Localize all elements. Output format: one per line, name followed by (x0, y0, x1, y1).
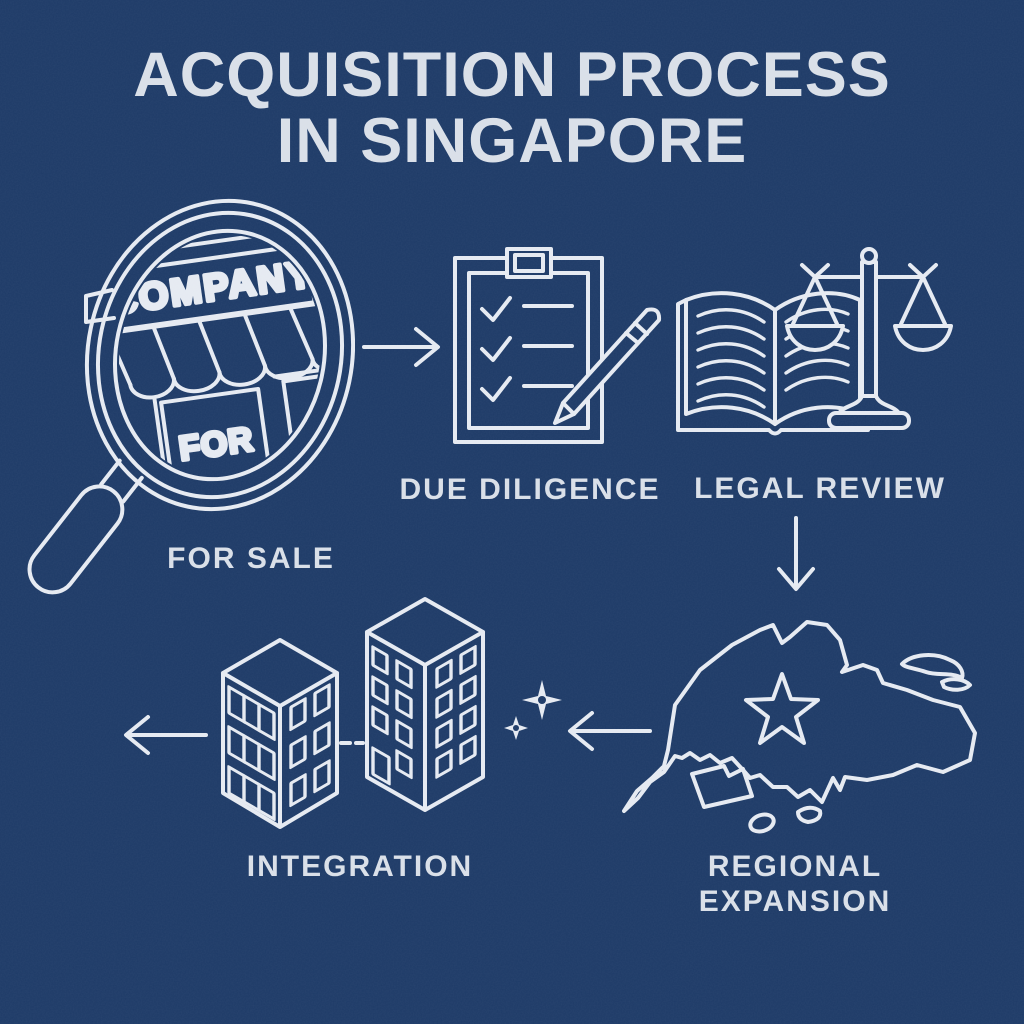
clipboard-checklist-pencil-icon (453, 247, 662, 444)
building-door (371, 746, 391, 786)
page-title: ACQUISITION PROCESS IN SINGAPORE (0, 42, 1024, 174)
merging-buildings-icon (221, 597, 485, 829)
storefront: COMPANY FOR (105, 225, 343, 495)
book-text-lines-left (696, 308, 766, 409)
building-right-front-windows (371, 645, 413, 786)
inner-island (690, 764, 754, 809)
right-arrow-icon (362, 327, 440, 367)
left-arrow-icon (124, 715, 208, 755)
step-label-integration: INTEGRATION (246, 850, 474, 883)
building-left (221, 638, 339, 829)
step-label-for-sale: FOR SALE (167, 542, 335, 575)
page-title-line1: ACQUISITION PROCESS (133, 40, 891, 110)
open-book-scales-icon (676, 247, 953, 436)
storefront-sign-top-text: COMPANY (107, 253, 316, 323)
down-arrow-icon (777, 516, 815, 591)
northeast-islet-2 (940, 677, 972, 692)
step-label-legal-review: LEGAL REVIEW (694, 472, 946, 505)
clipboard-board (453, 256, 604, 444)
sparkles-icon (504, 680, 562, 740)
singapore-map-star-icon (622, 620, 977, 834)
northeast-islet-1 (900, 653, 965, 680)
left-arrow-icon (568, 711, 652, 751)
pencil (553, 307, 662, 425)
south-islet-2 (796, 805, 823, 824)
south-islet-1 (748, 812, 776, 834)
building-right (365, 597, 485, 812)
building-left-side-windows (289, 683, 331, 808)
page-title-line2: IN SINGAPORE (276, 106, 748, 176)
building-right-side-windows (435, 644, 477, 779)
checklist-rows (480, 296, 574, 402)
map-star (744, 672, 820, 745)
storefront-sign-bottom-text: FOR (177, 420, 256, 468)
scales-of-justice (785, 247, 953, 430)
step-label-regional-expansion: REGIONAL EXPANSION (698, 850, 892, 918)
step-label-due-diligence: DUE DILIGENCE (399, 473, 661, 506)
